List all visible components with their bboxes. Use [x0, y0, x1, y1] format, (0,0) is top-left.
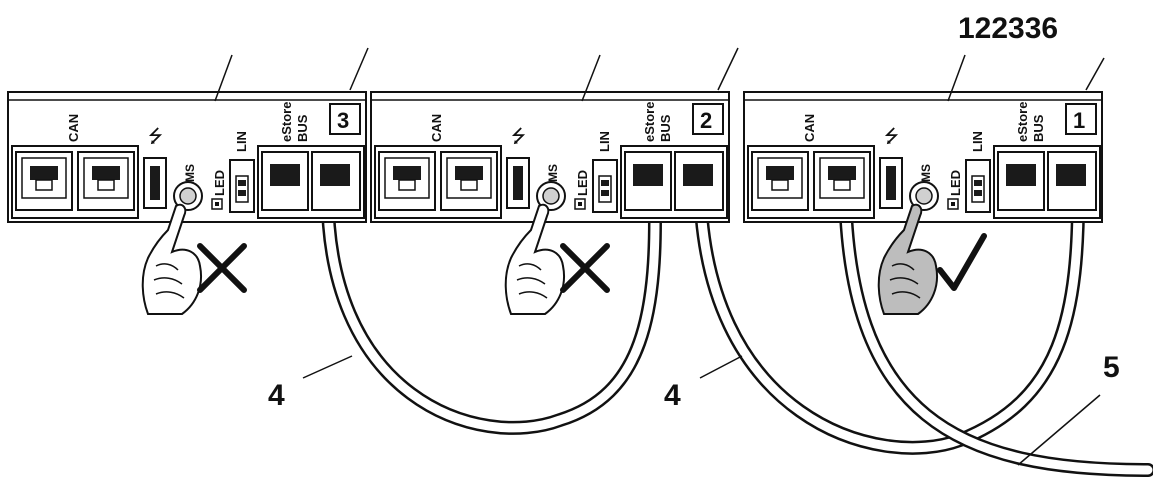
unit-number: 3: [337, 108, 349, 133]
usb-icon: ⭍: [884, 126, 899, 146]
ms-label: MS: [919, 164, 933, 182]
callout-4-left: 4: [268, 379, 285, 412]
unit-number-box: [329, 103, 361, 135]
bus-port-a: [997, 151, 1045, 211]
bus-label: BUS: [658, 114, 673, 142]
lin-port: [592, 159, 618, 213]
bus-label: BUS: [295, 114, 310, 142]
callout-5: 5: [1103, 351, 1120, 384]
lin-label: LIN: [597, 131, 612, 152]
led-label: LED: [948, 170, 963, 196]
cables: [320, 171, 1153, 477]
can-label: CAN: [66, 114, 81, 142]
lin-label: LIN: [234, 131, 249, 152]
estore-label: eStore: [1015, 102, 1030, 142]
cross-mark-icon: [197, 243, 247, 293]
can-port-b: [813, 151, 871, 211]
bus-port-a: [261, 151, 309, 211]
unit-number: 1: [1073, 108, 1085, 133]
can-port-b: [440, 151, 498, 211]
led-label: LED: [212, 170, 227, 196]
callout-4-right: 4: [664, 379, 681, 412]
hand-pressing-icon: [877, 203, 938, 315]
hand-pressing-icon: [504, 203, 565, 315]
bus-port-a: [624, 151, 672, 211]
check-mark-icon: [937, 233, 987, 291]
unit-number-box: [1065, 103, 1097, 135]
estore-label: eStore: [642, 102, 657, 142]
usb-icon: ⭍: [511, 126, 526, 146]
unit-number-box: [692, 103, 724, 135]
estore-label: eStore: [279, 102, 294, 142]
led-label: LED: [575, 170, 590, 196]
lin-label: LIN: [970, 131, 985, 152]
bus-port-b: [674, 151, 724, 211]
can-label: CAN: [429, 114, 444, 142]
bus-port-b: [311, 151, 361, 211]
bus-port-b: [1047, 151, 1097, 211]
ms-label: MS: [546, 164, 560, 182]
ms-label: MS: [183, 164, 197, 182]
bus-label: BUS: [1031, 114, 1046, 142]
can-port-a: [15, 151, 73, 211]
usb-icon: ⭍: [148, 126, 163, 146]
unit-number: 2: [700, 108, 712, 133]
hand-pressing-icon: [141, 203, 202, 315]
can-port-a: [378, 151, 436, 211]
can-port-b: [77, 151, 135, 211]
can-port-a: [751, 151, 809, 211]
can-label: CAN: [802, 114, 817, 142]
figure-id: 122336: [958, 12, 1058, 45]
cross-mark-icon: [560, 243, 610, 293]
